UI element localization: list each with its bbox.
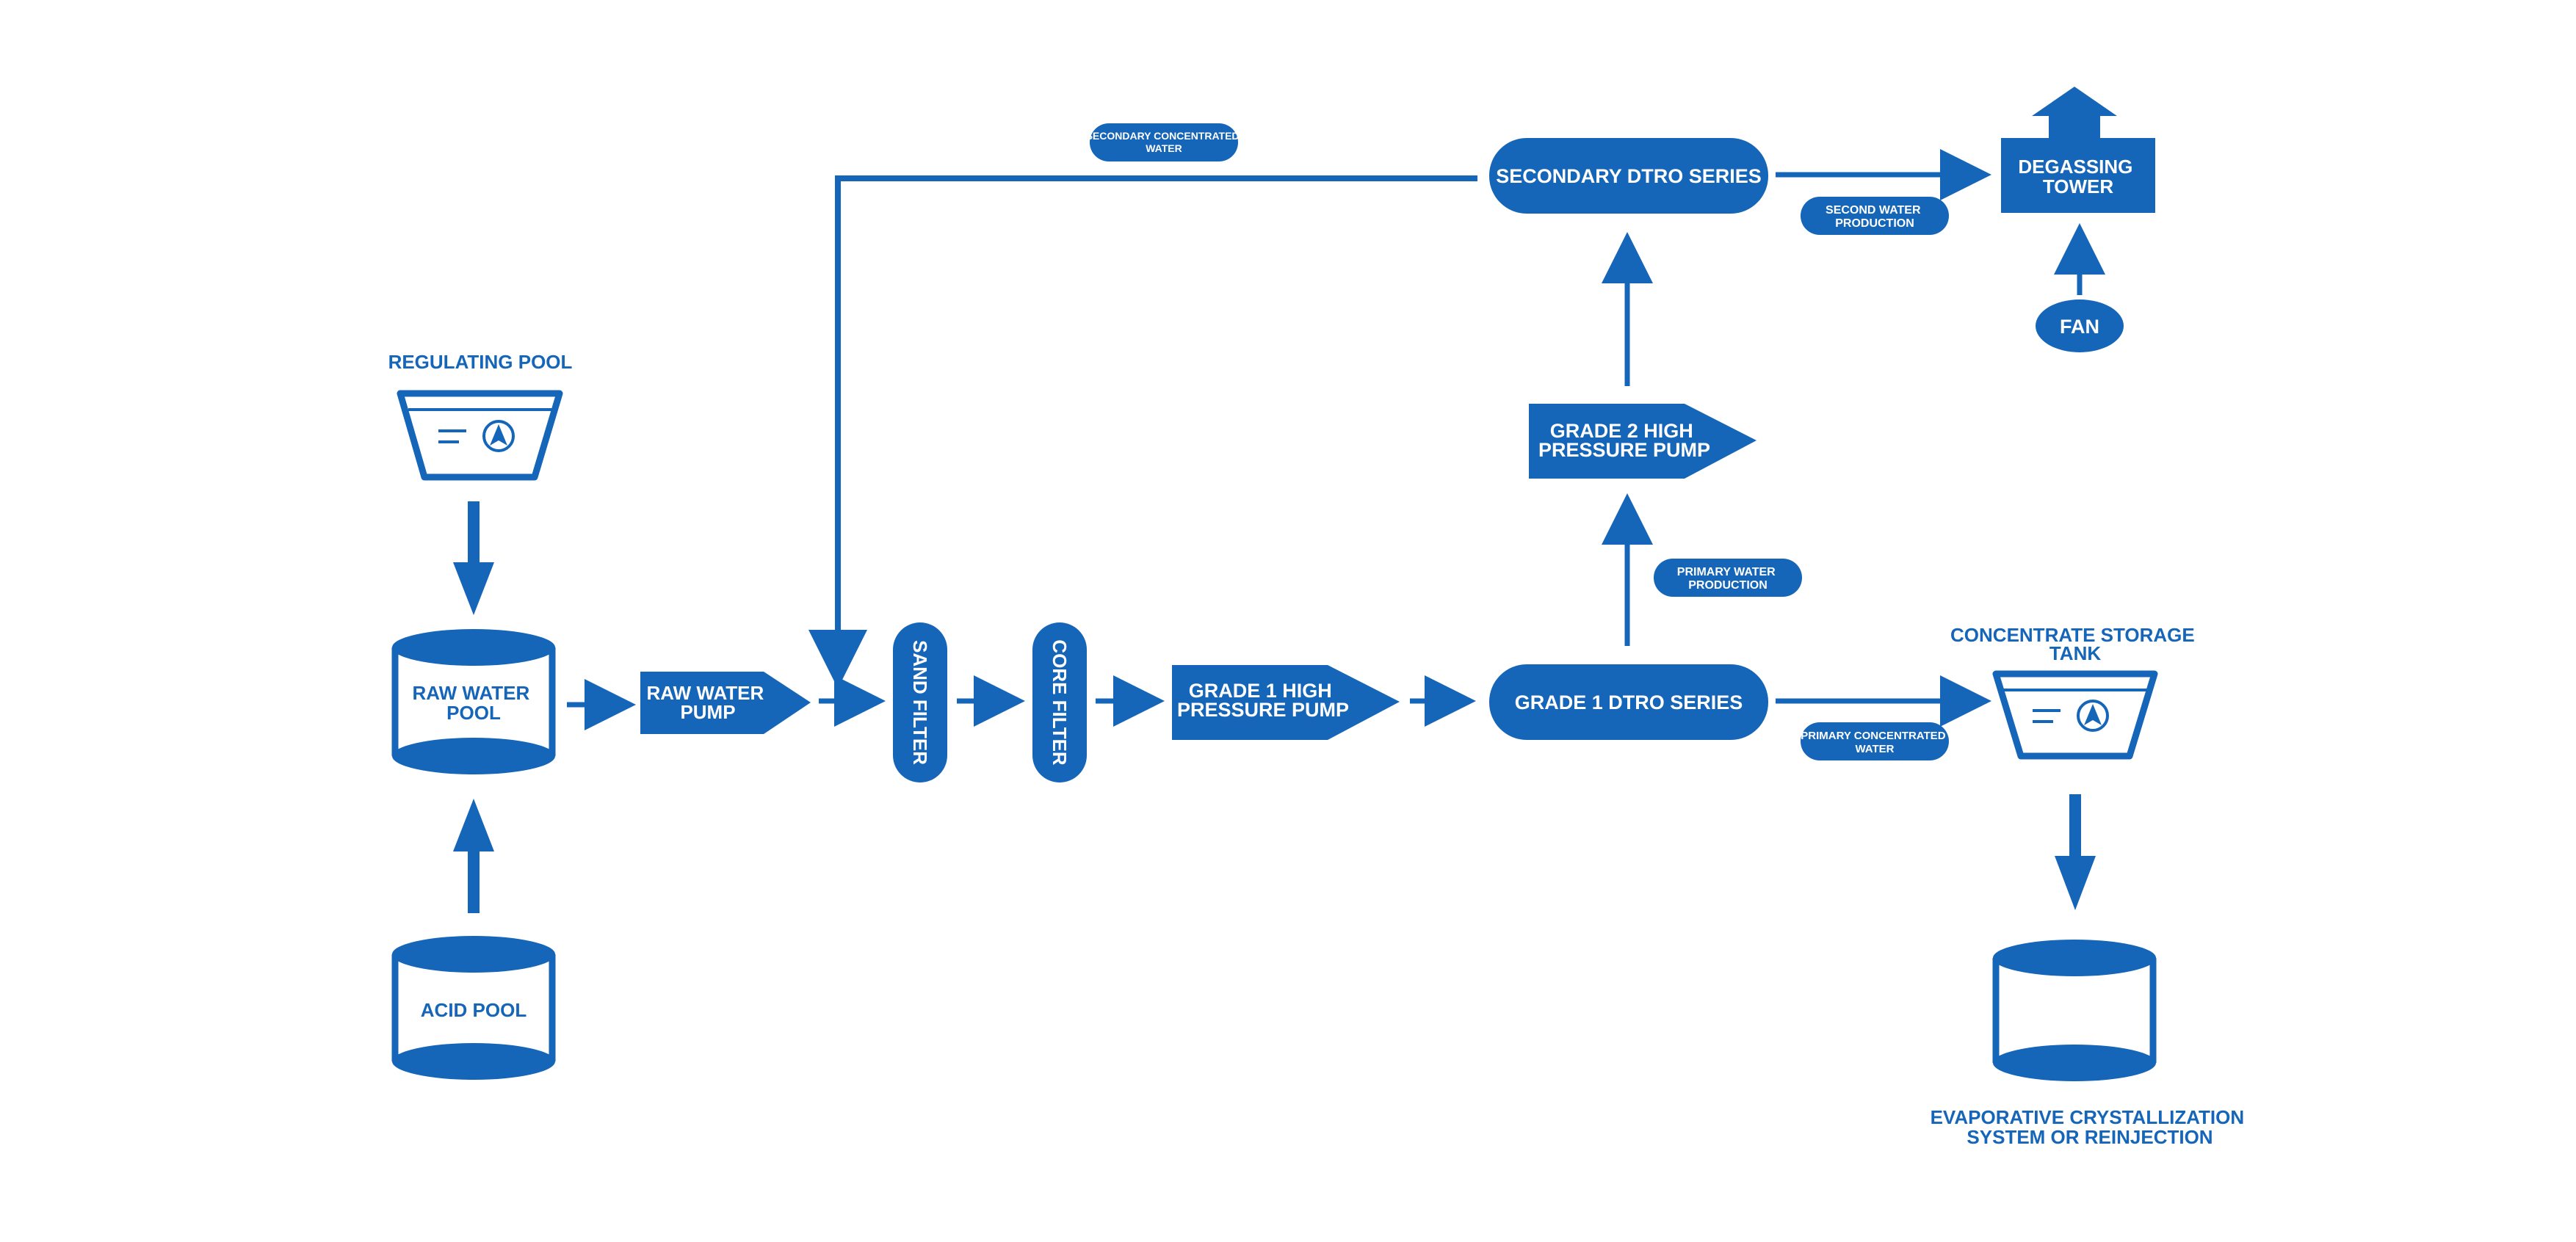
flow-label-primary-water-production: PRIMARY WATER PRODUCTION [1654,559,1802,597]
grade1-dtro-label: GRADE 1 DTRO SERIES [1515,691,1743,713]
degassing-tower-label: DEGASSING TOWER [2018,156,2138,197]
return-line-secondary-concentrated [808,175,1477,689]
core-filter-label: CORE FILTER [1049,639,1071,766]
pool-tank-icon [397,390,563,481]
arrow-acid-to-raw [453,799,494,913]
up-arrow-icon [2032,87,2117,138]
raw-water-pool-line1: RAW WATER [412,682,529,704]
evaporative-line2: SYSTEM OR REINJECTION [1967,1126,2213,1148]
pump-arrow-icon [1172,665,1400,740]
primary-water-line2: PRODUCTION [1688,579,1768,592]
acid-pool: ACID POOL [391,936,556,1080]
raw-water-pump-line1: RAW WATER [646,682,764,704]
evaporative-crystallization-system: EVAPORATIVE CRYSTALLIZATION SYSTEM OR RE… [1931,940,2250,1148]
concentrate-tank-line1: CONCENTRATE STORAGE [1950,624,2195,646]
grade1-pump-label: GRADE 1 HIGH PRESSURE PUMP [1177,680,1349,721]
svg-text:PRIMARY WATER PRODUCTION: PRIMARY WATER PRODUCTION [1677,566,1779,592]
concentrate-tank-line2: TANK [2049,642,2102,664]
arrow-regulating-to-raw [453,501,494,615]
secondary-dtro-label: SECONDARY DTRO SERIES [1496,165,1762,187]
sand-filter: SAND FILTER [893,622,947,782]
secondary-concentrated-line1: SECONDARY CONCENTRATED [1086,130,1240,142]
svg-text:SECONDARY CONCENTRATED W: SECONDARY CONCENTRATED WATER [1086,130,1242,154]
raw-water-pool-line2: POOL [446,702,501,724]
second-water-line1: SECOND WATER [1826,204,1921,217]
acid-pool-label: ACID POOL [421,999,527,1021]
pump-arrow-icon [1529,404,1756,479]
regulating-pool-label: REGULATING POOL [388,351,573,373]
degassing-tower: DEGASSING TOWER [2001,87,2155,213]
sand-filter-label: SAND FILTER [909,640,931,765]
primary-concentrated-line1: PRIMARY CONCENTRATED [1801,730,1945,742]
raw-water-pump-line2: PUMP [680,701,735,723]
grade2-pump-label: GRADE 2 HIGH PRESSURE PUMP [1538,420,1710,461]
degassing-tower-line2: TOWER [2043,175,2114,197]
core-filter: CORE FILTER [1032,622,1087,782]
grade2-pump-line1: GRADE 2 HIGH [1550,420,1693,442]
concentrate-tank-label: CONCENTRATE STORAGE TANK [1950,624,2200,664]
grade1-pump-line1: GRADE 1 HIGH [1189,680,1332,702]
secondary-concentrated-line2: WATER [1146,142,1182,154]
primary-water-line1: PRIMARY WATER [1677,566,1776,578]
concentrate-storage-tank: CONCENTRATE STORAGE TANK [1950,624,2200,760]
grade1-high-pressure-pump: GRADE 1 HIGH PRESSURE PUMP [1172,665,1400,740]
svg-text:SECOND WATER PRODUCTION: SECOND WATER PRODUCTION [1826,204,1924,230]
grade1-dtro-series: GRADE 1 DTRO SERIES [1489,664,1768,740]
raw-water-pool: RAW WATER POOL [391,629,556,774]
arrow-concentrate-to-evaporative [2055,794,2096,910]
pump-arrow-icon [640,672,811,734]
flow-label-primary-concentrated: PRIMARY CONCENTRATED WATER [1801,722,1949,760]
raw-water-pool-label: RAW WATER POOL [412,682,535,724]
grade2-pump-line2: PRESSURE PUMP [1538,439,1710,461]
raw-water-pump: RAW WATER PUMP [640,672,811,734]
secondary-dtro-series: SECONDARY DTRO SERIES [1489,138,1768,214]
evaporative-label: EVAPORATIVE CRYSTALLIZATION SYSTEM OR RE… [1931,1106,2250,1148]
grade2-high-pressure-pump: GRADE 2 HIGH PRESSURE PUMP [1529,404,1756,479]
pool-tank-icon [1992,670,2158,760]
primary-concentrated-line2: WATER [1855,743,1894,755]
evaporative-line1: EVAPORATIVE CRYSTALLIZATION [1931,1106,2245,1128]
second-water-line2: PRODUCTION [1835,217,1914,230]
fan: FAN [2036,299,2124,352]
degassing-tower-line1: DEGASSING [2018,156,2132,178]
svg-text:PRIMARY CONCENTRATED WAT: PRIMARY CONCENTRATED WATER [1801,730,1948,755]
raw-water-pump-label: RAW WATER PUMP [646,682,769,723]
fan-label: FAN [2060,316,2099,338]
connectors [453,149,2105,913]
flow-label-second-water-production: SECOND WATER PRODUCTION [1801,197,1949,235]
regulating-pool: REGULATING POOL [388,351,573,481]
flow-label-secondary-concentrated: SECONDARY CONCENTRATED WATER [1086,123,1242,161]
grade1-pump-line2: PRESSURE PUMP [1177,699,1349,721]
